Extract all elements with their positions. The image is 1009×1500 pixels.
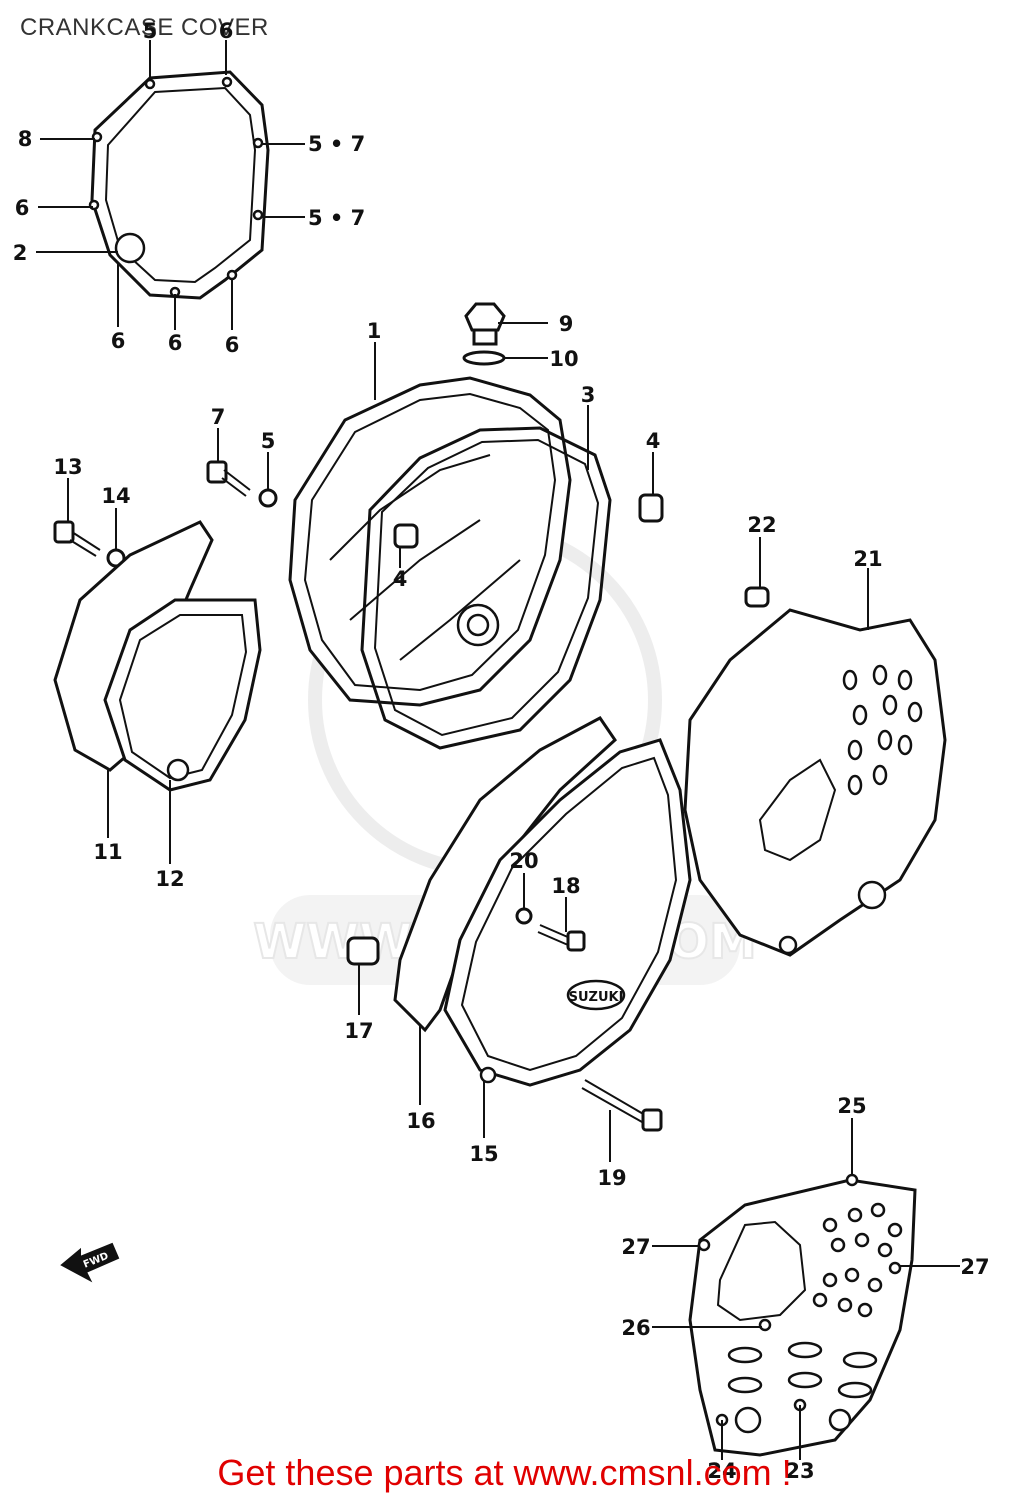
callout-label: 5 bbox=[261, 429, 276, 453]
callout-label: 4 bbox=[393, 567, 408, 591]
callout-label: 11 bbox=[93, 840, 122, 864]
dowel-pin bbox=[346, 936, 380, 966]
callout-label: 24 bbox=[707, 1459, 736, 1483]
front-direction-arrow-icon: FWD bbox=[60, 1242, 120, 1283]
bolt bbox=[206, 460, 251, 497]
callout-label: 1 bbox=[367, 319, 382, 343]
bolt bbox=[581, 1079, 663, 1132]
dowel-pin bbox=[744, 586, 770, 608]
callout-label: 13 bbox=[53, 455, 82, 479]
gasket-clutch-cover-inner bbox=[360, 426, 612, 750]
sprocket-cover-plate bbox=[688, 1173, 917, 1457]
bolt bbox=[537, 924, 586, 952]
o-ring bbox=[462, 350, 506, 366]
callout-label: 25 bbox=[837, 1094, 866, 1118]
callout-label: 2 bbox=[13, 241, 28, 265]
callout-label: 18 bbox=[551, 874, 580, 898]
callout-label: 20 bbox=[509, 849, 538, 873]
callout-label: 12 bbox=[155, 867, 184, 891]
callout-label: 5 bbox=[143, 19, 158, 43]
dowel-pin bbox=[638, 493, 664, 523]
diagram-title: CRANKCASE COVER bbox=[20, 14, 269, 41]
callout-label: 6 bbox=[168, 331, 183, 355]
callout-label: 9 bbox=[559, 312, 574, 336]
callout-label: 10 bbox=[549, 347, 578, 371]
gasket-clutch-cover bbox=[88, 70, 270, 300]
callout-labels: 5 6 8 5 • 7 6 5 • 7 2 6 6 6 1 9 10 3 7 5… bbox=[13, 19, 990, 1483]
callout-label: 6 bbox=[111, 329, 126, 353]
washer bbox=[515, 907, 533, 925]
callout-label: 5 • 7 bbox=[308, 132, 365, 156]
footer-parts-link[interactable]: Get these parts at www.cmsnl.com ! bbox=[217, 1452, 792, 1493]
sprocket-cover bbox=[683, 608, 947, 957]
callout-label: 21 bbox=[853, 547, 882, 571]
callout-label: 16 bbox=[406, 1109, 435, 1133]
callout-label: 27 bbox=[960, 1255, 989, 1279]
callout-label: 27 bbox=[621, 1235, 650, 1259]
leader-lines bbox=[36, 40, 960, 1460]
callout-label: 6 bbox=[225, 333, 240, 357]
callout-label: 6 bbox=[219, 19, 234, 43]
callout-label: 3 bbox=[581, 383, 596, 407]
callout-label: 6 bbox=[15, 196, 30, 220]
callout-label: 14 bbox=[101, 484, 130, 508]
bolt bbox=[53, 520, 101, 557]
svg-text:SUZUKI: SUZUKI bbox=[569, 990, 624, 1005]
dowel-pin bbox=[393, 523, 419, 549]
callout-label: 26 bbox=[621, 1316, 650, 1340]
washer bbox=[258, 488, 278, 508]
callout-label: 23 bbox=[785, 1459, 814, 1483]
clutch-cover bbox=[288, 376, 572, 707]
callout-label: 17 bbox=[344, 1019, 373, 1043]
callout-label: 4 bbox=[646, 429, 661, 453]
callout-label: 19 bbox=[597, 1166, 626, 1190]
generator-cover bbox=[53, 520, 262, 792]
crankcase-cover: SUZUKI bbox=[393, 716, 692, 1087]
oil-filler-cap bbox=[464, 302, 506, 346]
callout-label: 7 bbox=[211, 405, 226, 429]
callout-label: 5 • 7 bbox=[308, 206, 365, 230]
callout-label: 8 bbox=[18, 127, 33, 151]
callout-label: 15 bbox=[469, 1142, 498, 1166]
callout-label: 22 bbox=[747, 513, 776, 537]
